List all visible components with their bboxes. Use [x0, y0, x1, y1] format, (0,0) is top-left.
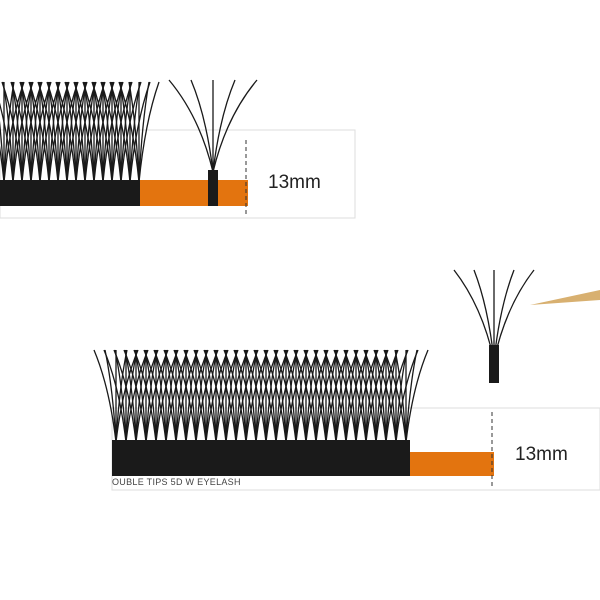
lash-hair [0, 145, 5, 183]
lash-hair [293, 349, 317, 443]
lash-hair [405, 349, 418, 443]
lash-hair [138, 81, 150, 183]
lash-hair [0, 102, 14, 183]
lash-hair [394, 349, 407, 443]
lash-hair [183, 349, 207, 443]
lash-hair [163, 349, 187, 443]
lash-hair [168, 79, 214, 173]
lash-hair [1, 81, 23, 183]
lash-hair [243, 349, 267, 443]
lash-hair [0, 120, 5, 183]
lash-hair [173, 349, 197, 443]
bottom-length-label: 13mm [515, 444, 568, 465]
lash-hair [303, 349, 327, 443]
lash-hair [113, 349, 137, 443]
lash-hair [64, 81, 86, 183]
top-length-label: 13mm [268, 172, 321, 193]
lash-hair [453, 269, 495, 361]
lash-hair [283, 349, 307, 443]
lash-hair [253, 349, 277, 443]
lash-hair [133, 349, 157, 443]
lash-hair [373, 349, 397, 443]
lash-hair [46, 81, 68, 183]
lash-hair [212, 79, 258, 173]
lash-hair [203, 349, 227, 443]
top-lash-fans [0, 79, 258, 183]
lash-hair [128, 81, 140, 183]
lash-hair [19, 81, 41, 183]
lash-hair [91, 81, 113, 183]
lash-hair [100, 81, 122, 183]
bottom-lash-base [112, 440, 410, 476]
lash-hair [93, 349, 117, 443]
lash-hair [343, 349, 367, 443]
single-fan-base [489, 345, 499, 383]
lash-hair [37, 81, 59, 183]
bottom-orange-tape [410, 452, 494, 476]
bottom-lash-fans [93, 349, 429, 443]
lash-hair [493, 269, 535, 361]
tweezers [530, 290, 600, 305]
lash-hair [153, 349, 177, 443]
lash-hair [138, 81, 160, 183]
lash-hair [212, 79, 236, 173]
lash-hair [143, 349, 167, 443]
brand-text: OUBLE TIPS 5D W EYELASH [112, 477, 241, 487]
lash-hair [333, 349, 357, 443]
lash-hair [109, 81, 131, 183]
top-lash-base [0, 180, 140, 206]
lash-hair [313, 349, 337, 443]
lash-hair [55, 81, 77, 183]
lash-hair [323, 349, 347, 443]
lash-hair [233, 349, 257, 443]
lash-hair [213, 349, 237, 443]
lash-hair [193, 349, 217, 443]
lash-hair [10, 81, 32, 183]
lash-hair [353, 349, 377, 443]
lash-hair [28, 81, 50, 183]
lash-hair [123, 349, 147, 443]
top-orange-tape [140, 180, 248, 206]
single-lash-fan [453, 269, 535, 383]
top-single-fan-base [208, 170, 218, 206]
lash-hair [82, 81, 104, 183]
lash-hair [263, 349, 287, 443]
lash-hair [73, 81, 95, 183]
lash-hair [118, 81, 140, 183]
lash-hair [103, 349, 127, 443]
lash-hair [383, 349, 407, 443]
lash-hair [190, 79, 214, 173]
lash-hair [273, 349, 297, 443]
lash-hair [405, 349, 429, 443]
lash-hair [363, 349, 387, 443]
lash-hair [223, 349, 247, 443]
